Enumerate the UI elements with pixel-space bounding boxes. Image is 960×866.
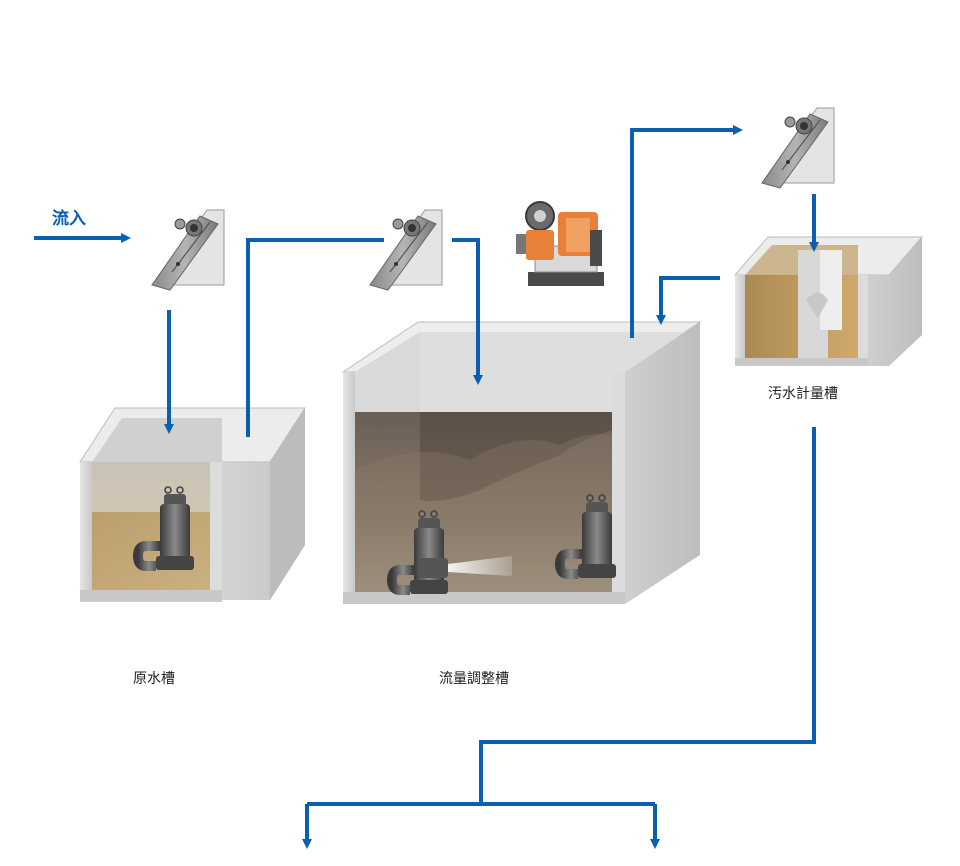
- raw-water-tank-label: 原水槽: [133, 671, 175, 687]
- sewage-metering-tank: [733, 236, 924, 366]
- screen2-to-adjust-arrow: [452, 238, 483, 385]
- screen-icon: [151, 209, 225, 291]
- meter-return-arrow: [656, 276, 720, 325]
- raw-to-screen2-line: [246, 238, 384, 437]
- inflow-label: 流入: [52, 209, 86, 229]
- screen-icon: [369, 209, 443, 291]
- screen-icon: [761, 107, 835, 189]
- raw-water-tank: [79, 407, 306, 602]
- flow-lines: [34, 125, 819, 849]
- outflow-line: [479, 427, 816, 804]
- flow-adjustment-tank-label: 流量調整槽: [439, 671, 509, 687]
- adjust-to-screen3-arrow: [630, 125, 743, 338]
- flow-adjustment-tank: [341, 321, 702, 604]
- aerator-icon: [392, 511, 512, 594]
- blower-icon: [516, 201, 604, 286]
- sewage-metering-tank-label: 汚水計量槽: [768, 386, 838, 402]
